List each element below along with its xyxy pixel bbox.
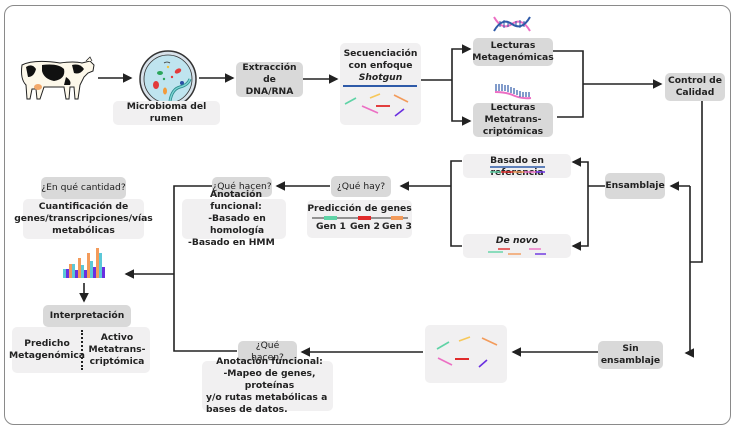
what-is-there-box: ¿Qué hay? [331, 176, 391, 197]
diagram-frame [4, 5, 731, 425]
functional-annotation-bottom-title: Anotación funcional: [216, 356, 323, 367]
metatranscriptomic-line2: Metatrans- [484, 114, 542, 125]
gene-label-2: Gen 2 [350, 221, 380, 232]
extraction-box: Extracción de DNA/RNA [236, 62, 303, 97]
functional-annotation-bottom-line-2: y/o rutas metabólicas a [206, 392, 328, 403]
metatranscriptomic-line1: Lecturas [490, 102, 536, 113]
sequencing-line3: Shotgun [358, 72, 403, 83]
arrow-to-reference [571, 157, 589, 186]
sequencing-reads-icon [343, 85, 417, 117]
arrow-to-assembly [688, 186, 691, 354]
line-metagenomic-out [552, 50, 584, 118]
without-assembly-line2: ensamblaje [600, 355, 661, 366]
sequencing-line2: con enfoque [348, 60, 413, 71]
cow-icon [21, 56, 95, 100]
interpretation-box: Interpretación [43, 305, 131, 327]
interpretation-label: Interpretación [49, 310, 125, 321]
predicted-line2: Metagenómica [9, 350, 85, 361]
without-assembly-line1: Sin [622, 343, 639, 354]
reads-fragments-icon [436, 336, 498, 368]
extraction-line2: DNA/RNA [245, 85, 294, 97]
functional-annotation-bottom-line-3: bases de datos. [206, 404, 288, 415]
assembly-label: Ensamblaje [605, 180, 665, 191]
predicted-metagenomic: Predicho Metagenómica [9, 330, 85, 370]
petri-dish-icon [139, 50, 197, 108]
what-do-they-do-bottom-box: ¿Qué hacen? [238, 339, 297, 363]
predicted-line1: Predicho [24, 338, 70, 349]
qc-line2: Calidad [675, 87, 715, 98]
gene-label-3: Gen 3 [382, 221, 412, 232]
bar-chart-icon [63, 248, 105, 278]
sequencing-line1: Secuenciación [343, 48, 418, 59]
what-do-they-do-top-label: ¿Qué hacen? [212, 181, 272, 192]
gene-track-icon [312, 216, 408, 220]
extraction-line1: Extracción de [242, 61, 297, 85]
microbiome-label: Microbioma del rumen [113, 101, 220, 125]
rna-strand-icon [494, 84, 532, 100]
interpretation-divider [81, 330, 83, 370]
quantification-line2: genes/transcripciones/vías [14, 213, 153, 224]
quantification-box: Cuantificación de genes/transcripciones/… [14, 199, 153, 239]
quantification-line1: Cuantificación de [38, 201, 129, 212]
functional-annotation-top-title: Anotación funcional: [209, 189, 262, 212]
line-qc-down [690, 101, 703, 263]
functional-annotation-top-box: Anotación funcional: -Basado en homologí… [182, 189, 286, 248]
gene-prediction-title: Predicción de genes [307, 203, 412, 214]
quantification-line3: metabólicas [52, 225, 115, 236]
arrow-to-denovo [571, 186, 589, 251]
without-assembly-box: Sin ensamblaje [598, 341, 663, 369]
functional-annotation-top-item-2: -Basado en HMM [188, 237, 275, 248]
functional-annotation-top-item-1: -Basado en homología [208, 213, 266, 236]
unassembled-reads-box [425, 325, 507, 383]
metagenomic-line1: Lecturas [490, 40, 536, 51]
what-is-there-label: ¿Qué hay? [336, 180, 386, 192]
functional-annotation-bottom-box: Anotación funcional: -Mapeo de genes, pr… [202, 356, 333, 415]
dna-double-helix-icon [493, 16, 531, 32]
active-metatranscriptomic: Activo Metatrans- criptómica [84, 330, 150, 370]
active-line2: Metatrans- [88, 344, 146, 355]
what-do-they-do-bottom-label: ¿Qué hacen? [251, 339, 284, 363]
metagenomic-line2: Metagenómicas [472, 52, 554, 63]
functional-annotation-bottom-line-1: -Mapeo de genes, proteínas [223, 368, 316, 391]
microbiome-label-text: Microbioma del rumen [126, 101, 207, 124]
de-novo-label: De novo [495, 235, 539, 246]
sequencing-box: Secuenciación con enfoque Shotgun [340, 43, 421, 125]
metatranscriptomic-reads-box: Lecturas Metatrans- criptómicas [473, 102, 553, 137]
assembly-box: Ensamblaje [605, 173, 665, 199]
how-much-box: ¿En qué cantidad? [41, 177, 126, 199]
how-much-label: ¿En qué cantidad? [41, 182, 126, 193]
active-line3: criptómica [89, 356, 145, 367]
arrow-to-metatranscriptomic [451, 80, 472, 126]
line-left-join [173, 185, 237, 352]
active-line1: Activo [100, 332, 134, 343]
gene-label-1: Gen 1 [316, 221, 346, 232]
arrow-to-metagenomic [451, 44, 472, 80]
reference-alignment-icon [490, 166, 545, 173]
what-do-they-do-top-box: ¿Qué hacen? [212, 177, 272, 197]
line-reference-denovo-join [450, 160, 462, 247]
qc-line1: Control de [668, 75, 722, 86]
quality-control-box: Control de Calidad [665, 73, 725, 101]
metagenomic-reads-box: Lecturas Metagenómicas [472, 38, 554, 66]
de-novo-assembly-icon [488, 248, 546, 255]
metatranscriptomic-line3: criptómicas [482, 126, 544, 137]
